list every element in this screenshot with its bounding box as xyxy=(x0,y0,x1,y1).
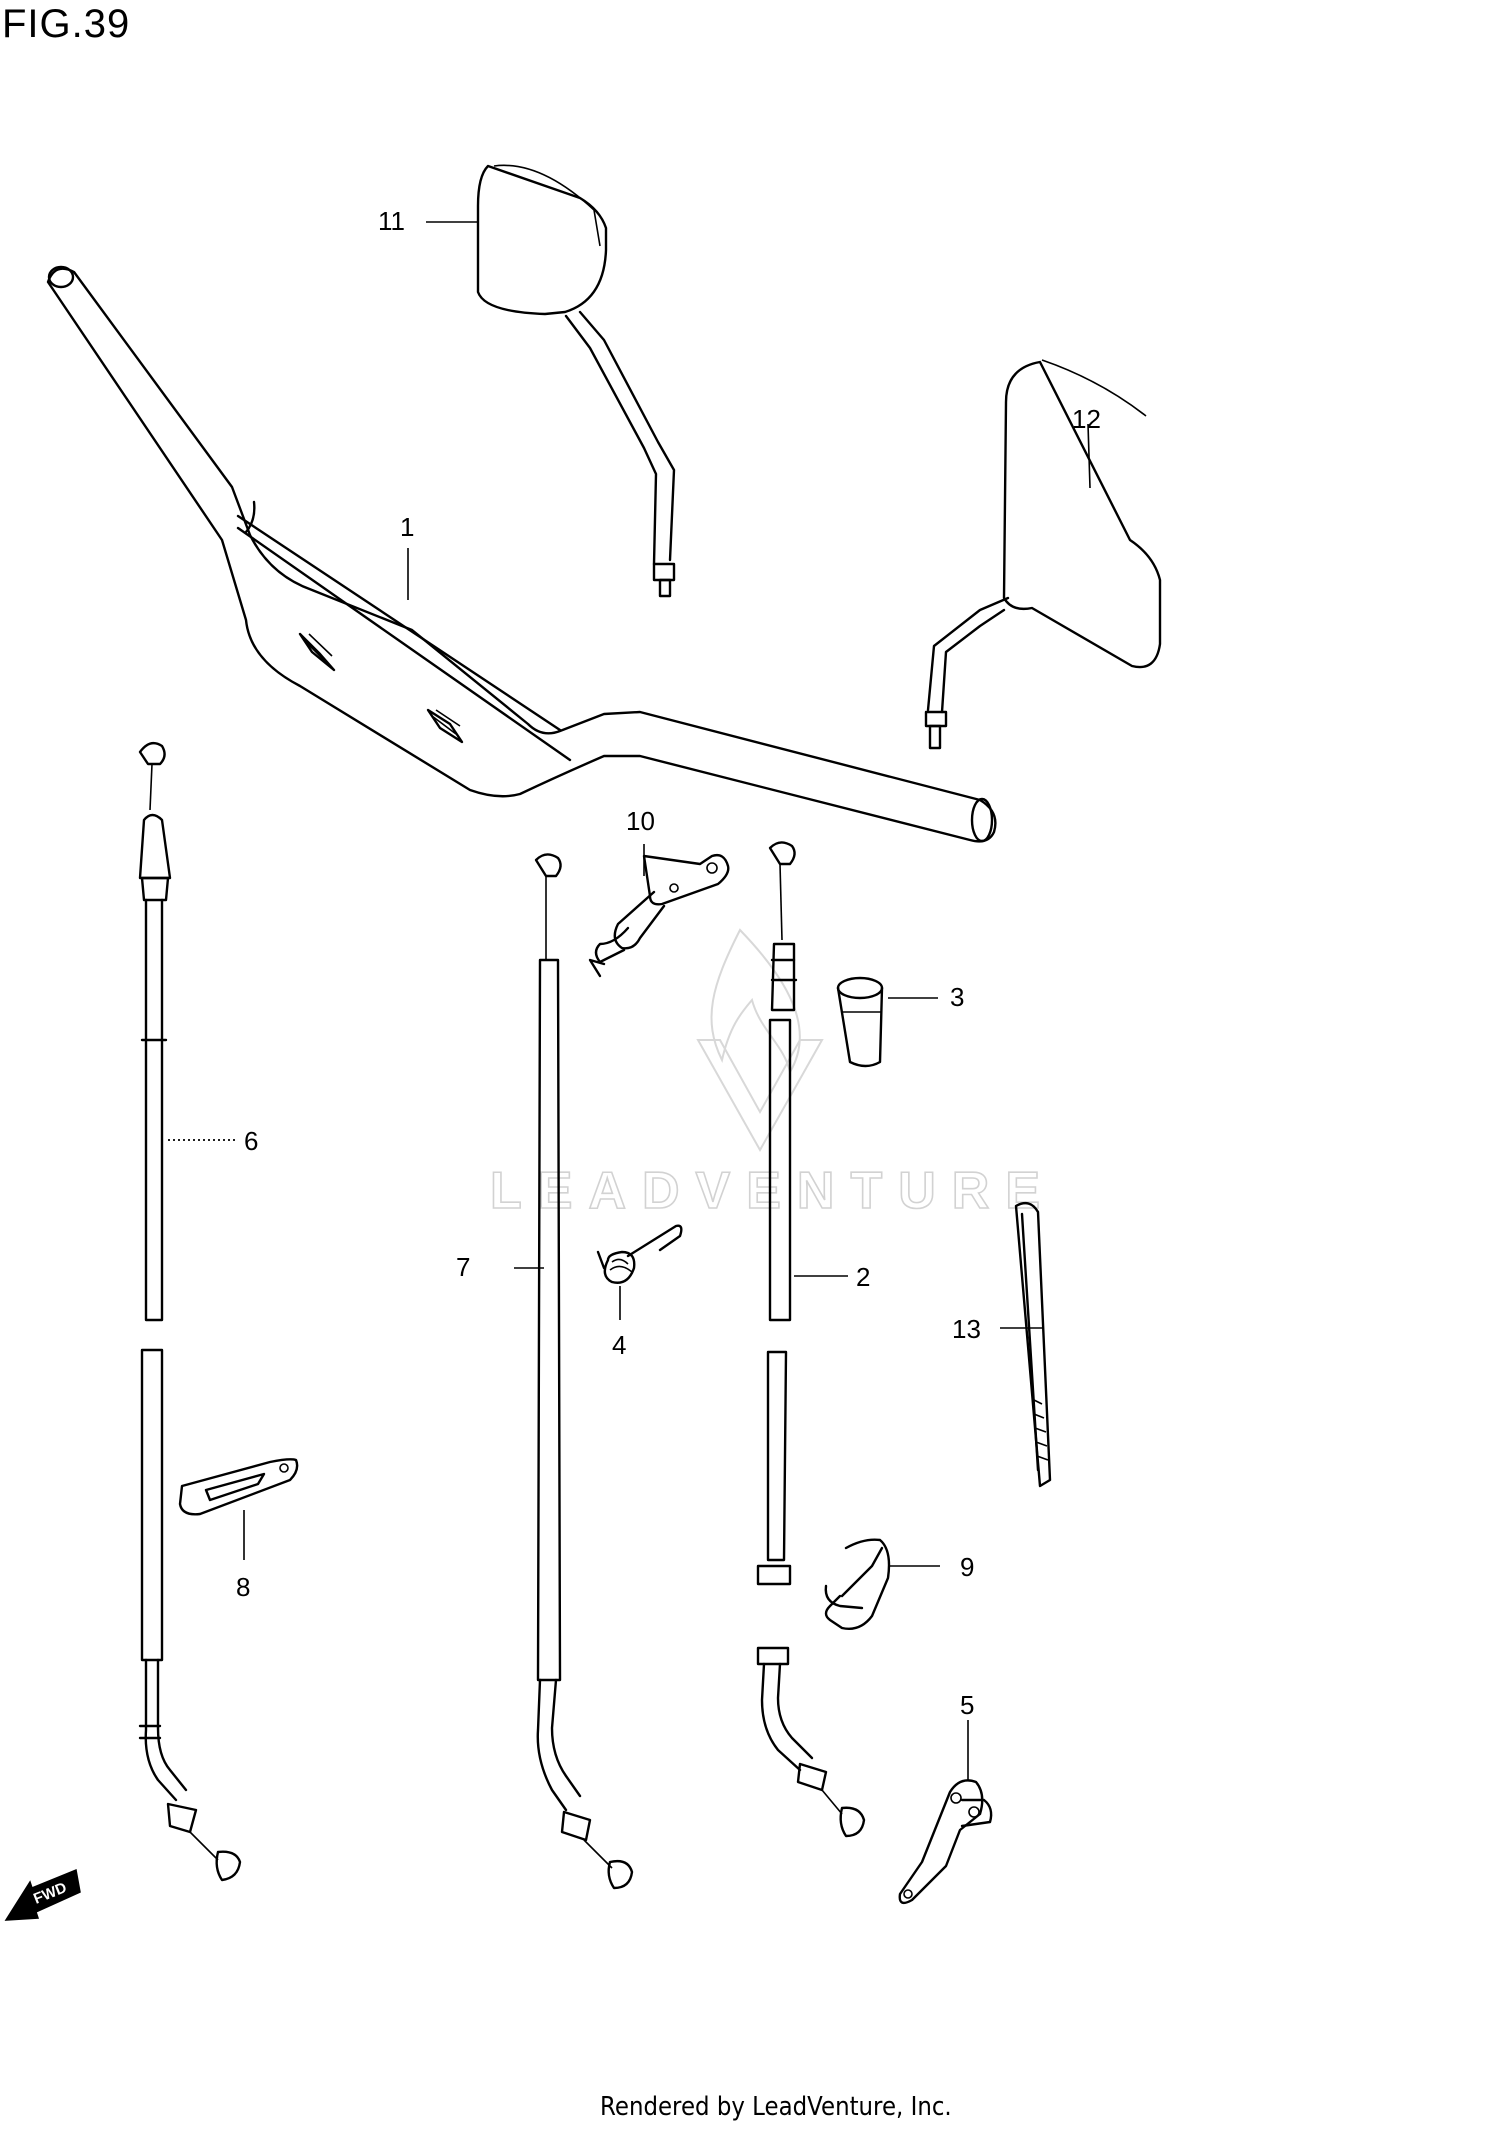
watermark-flame-logo xyxy=(710,928,801,1075)
clamp-part-8 xyxy=(178,1458,299,1516)
watermark: LEADVENTURE xyxy=(489,928,1056,1221)
watermark-text: LEADVENTURE xyxy=(490,1162,1056,1220)
figure-title: FIG.39 xyxy=(2,2,131,46)
callout-6: 6 xyxy=(244,1126,258,1156)
mirror-right-part-12 xyxy=(924,359,1162,750)
callout-7: 7 xyxy=(456,1252,470,1282)
mirror-left-part-11 xyxy=(476,164,676,598)
callout-11: 11 xyxy=(378,206,405,236)
leader-lines xyxy=(168,221,1091,1780)
lever-bracket-part-5 xyxy=(898,1779,993,1905)
cable-tie-part-13 xyxy=(1014,1201,1052,1488)
callout-4: 4 xyxy=(612,1330,626,1360)
forward-arrow-icon: FWD xyxy=(4,1868,81,1921)
cable-part-6 xyxy=(138,741,242,1882)
callout-5: 5 xyxy=(960,1690,974,1720)
spring-part-4 xyxy=(596,1224,683,1284)
footer-credit: Rendered by LeadVenture, Inc. xyxy=(600,2092,952,2122)
handlebar-grip-rings xyxy=(298,632,464,744)
cover-part-9 xyxy=(824,1538,891,1630)
callout-12: 12 xyxy=(1072,404,1101,434)
callout-10: 10 xyxy=(626,806,655,836)
cable-part-7 xyxy=(534,853,634,1890)
handlebar-part-1 xyxy=(46,265,997,843)
callout-8: 8 xyxy=(236,1572,250,1602)
callout-1: 1 xyxy=(400,512,414,542)
boot-part-3 xyxy=(836,976,884,1068)
callouts: 1 11 12 10 3 6 7 2 4 13 8 9 5 xyxy=(236,206,1101,1720)
watermark-v-logo xyxy=(696,1039,824,1153)
callout-9: 9 xyxy=(960,1552,974,1582)
callout-2: 2 xyxy=(856,1262,870,1292)
callout-13: 13 xyxy=(952,1314,981,1344)
cable-part-2 xyxy=(756,841,866,1838)
callout-3: 3 xyxy=(950,982,964,1012)
bracket-part-10 xyxy=(588,853,730,978)
